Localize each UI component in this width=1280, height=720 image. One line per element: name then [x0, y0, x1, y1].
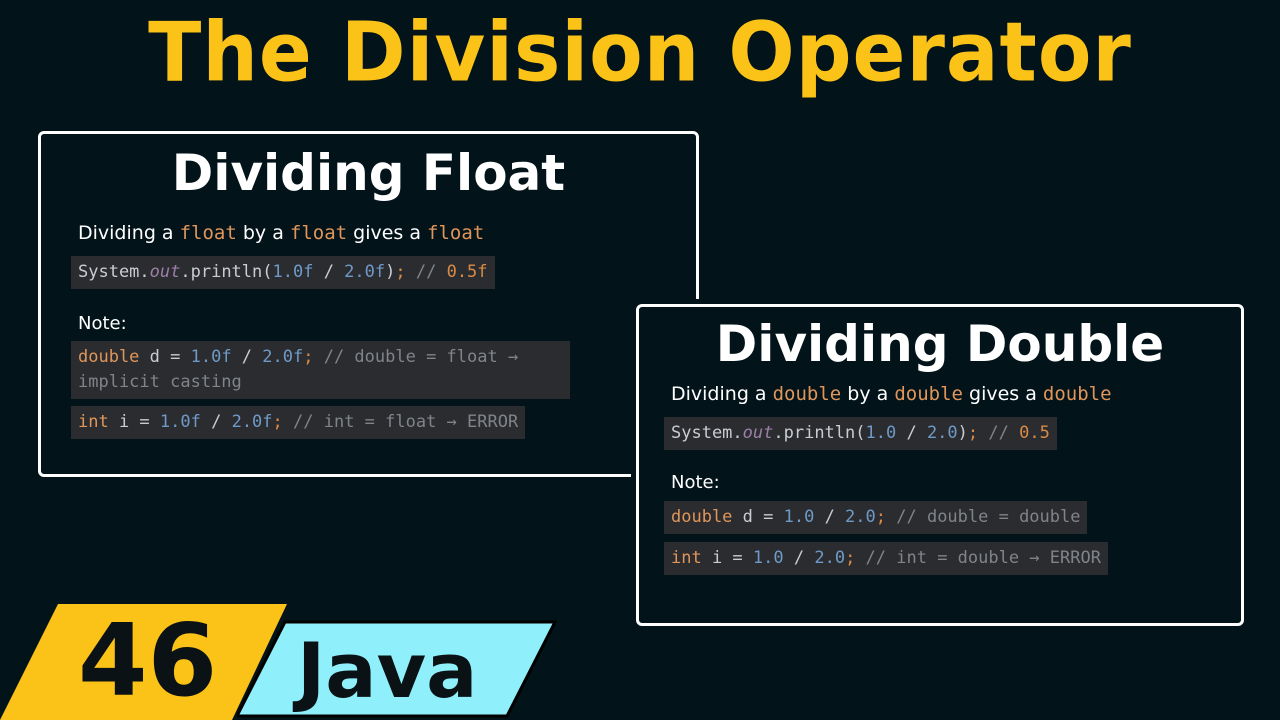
card-dividing-double: Dividing Double Dividing a double by a d…	[636, 304, 1244, 626]
code-note: int i = 1.0 / 2.0; // int = double → ERR…	[664, 542, 1108, 575]
language-label: Java	[297, 626, 478, 715]
page-title: The Division Operator	[148, 5, 1132, 101]
card-title: Dividing Double	[715, 315, 1165, 373]
card-dividing-float: Dividing Float Dividing a float by a flo…	[38, 131, 699, 477]
episode-number: 46	[78, 602, 218, 719]
parallelogram-shape	[237, 620, 557, 718]
code-example: System.out.println(1.0 / 2.0); // 0.5	[664, 417, 1057, 450]
code-example: System.out.println(1.0f / 2.0f); // 0.5f	[71, 256, 495, 289]
code-note: int i = 1.0f / 2.0f; // int = float → ER…	[71, 406, 526, 439]
card-description: Dividing a double by a double gives a do…	[671, 383, 1112, 405]
note-label: Note:	[671, 472, 720, 493]
episode-number-badge: 46	[0, 602, 290, 720]
card-title: Dividing Float	[171, 144, 566, 202]
card-description: Dividing a float by a float gives a floa…	[78, 222, 485, 244]
parallelogram-shape	[0, 604, 287, 720]
code-note: double d = 1.0f / 2.0f; // double = floa…	[71, 341, 570, 399]
note-label: Note:	[78, 313, 127, 334]
code-note: double d = 1.0 / 2.0; // double = double	[664, 501, 1088, 534]
language-badge: Java	[237, 620, 557, 720]
